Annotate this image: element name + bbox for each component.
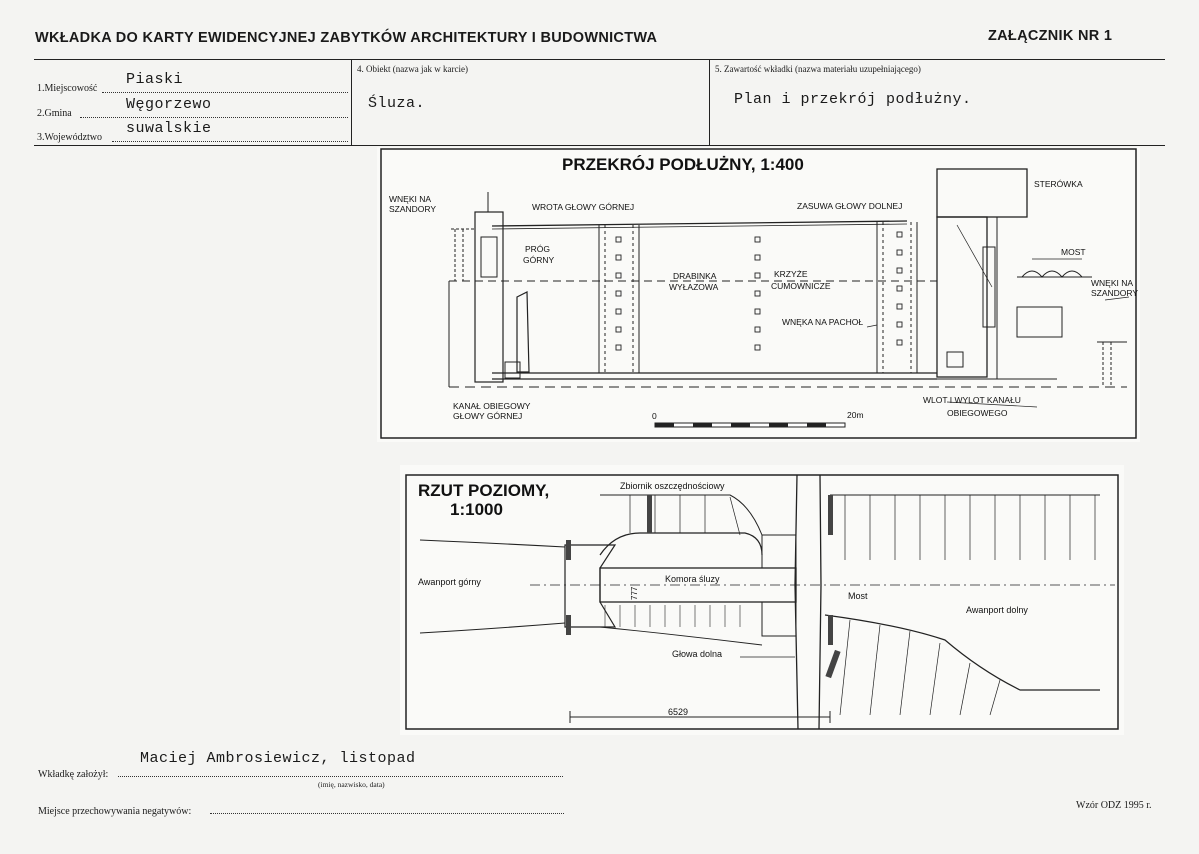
voivodeship-label: 3.Województwo [37, 132, 103, 143]
label-krzyze2: CUMOWNICZE [771, 281, 831, 291]
label-krzyze: KRZYŻE [774, 269, 808, 279]
plan-frame [405, 474, 1119, 730]
locality-label: 1.Miejscowość [37, 83, 98, 94]
label-dimension: 6529 [668, 707, 688, 717]
label-wrota: WROTA GŁOWY GÓRNEJ [532, 202, 634, 212]
label-prog2: GÓRNY [523, 255, 555, 265]
label-drabinka: DRABINKA [673, 271, 717, 281]
founder-value: Maciej Ambrosiewicz, listopad [140, 750, 416, 767]
storage-dots [210, 813, 564, 814]
label-dimension-v: 777 [630, 586, 639, 600]
sheet-title: WKŁADKA DO KARTY EWIDENCYJNEJ ZABYTKÓW A… [35, 30, 658, 46]
plan-title: RZUT POZIOMY, [418, 481, 549, 500]
locality-dots [102, 92, 348, 93]
label-most-plan: Most [848, 591, 868, 601]
label-sterowka: STERÓWKA [1034, 179, 1083, 189]
label-zasuwa: ZASUWA GŁOWY DOLNEJ [797, 201, 902, 211]
label-komora: Komora śluzy [665, 574, 720, 584]
founder-label: Wkładkę założył: [38, 769, 109, 780]
label-awanport-gorny: Awanport górny [418, 577, 481, 587]
form-divider-1 [351, 59, 352, 146]
template-id: Wzór ODZ 1995 r. [1076, 800, 1152, 811]
label-prog: PRÓG [525, 244, 550, 254]
label-wneki-right: WNĘKI NA [1091, 278, 1133, 288]
label-awanport-dolny: Awanport dolny [966, 605, 1028, 615]
content-value: Plan i przekrój podłużny. [734, 91, 972, 108]
founder-hint: (imię, nazwisko, data) [318, 780, 385, 789]
commune-dots [80, 117, 348, 118]
label-wneki-right2: SZANDORY [1091, 288, 1138, 298]
object-label: 4. Obiekt (nazwa jak w karcie) [357, 64, 468, 74]
annex-number: ZAŁĄCZNIK NR 1 [988, 28, 1113, 44]
plan-scale: 1:1000 [450, 500, 503, 519]
commune-value: Węgorzewo [126, 96, 212, 113]
form-bottom-rule [34, 145, 1165, 146]
section-title: PRZEKRÓJ PODŁUŻNY, 1:400 [562, 155, 804, 174]
form-divider-2 [709, 59, 710, 146]
label-wneki-top: WNĘKI NA [389, 194, 431, 204]
content-label: 5. Zawartość wkładki (nazwa materiału uz… [715, 64, 921, 74]
voivodeship-dots [112, 141, 348, 142]
label-wneki-top2: SZANDORY [389, 204, 436, 214]
label-most: MOST [1061, 247, 1086, 257]
longitudinal-section-drawing: PRZEKRÓJ PODŁUŻNY, 1:400 [377, 147, 1140, 442]
voivodeship-value: suwalskie [126, 120, 212, 137]
label-glowa: Głowa dolna [672, 649, 722, 659]
label-wlot: WLOT I WYLOT KANAŁU [923, 395, 1021, 405]
scale-zero: 0 [652, 411, 657, 421]
label-wneka: WNĘKA NA PACHOŁ [782, 317, 863, 327]
section-frame [380, 148, 1137, 439]
founder-dots [118, 776, 563, 777]
commune-label: 2.Gmina [37, 108, 72, 119]
label-kanal2: GŁOWY GÓRNEJ [453, 411, 522, 421]
label-kanal: KANAŁ OBIEGOWY [453, 401, 531, 411]
form-top-rule [34, 59, 1165, 60]
storage-label: Miejsce przechowywania negatywów: [38, 806, 192, 817]
plan-view-drawing: RZUT POZIOMY, 1:1000 [400, 465, 1124, 735]
label-zbiornik: Zbiornik oszczędnościowy [620, 481, 725, 491]
locality-value: Piaski [126, 71, 184, 88]
object-value: Śluza. [368, 95, 426, 112]
label-drabinka2: WYŁAZOWA [669, 282, 719, 292]
label-wlot2: OBIEGOWEGO [947, 408, 1008, 418]
scale-end: 20m [847, 410, 864, 420]
